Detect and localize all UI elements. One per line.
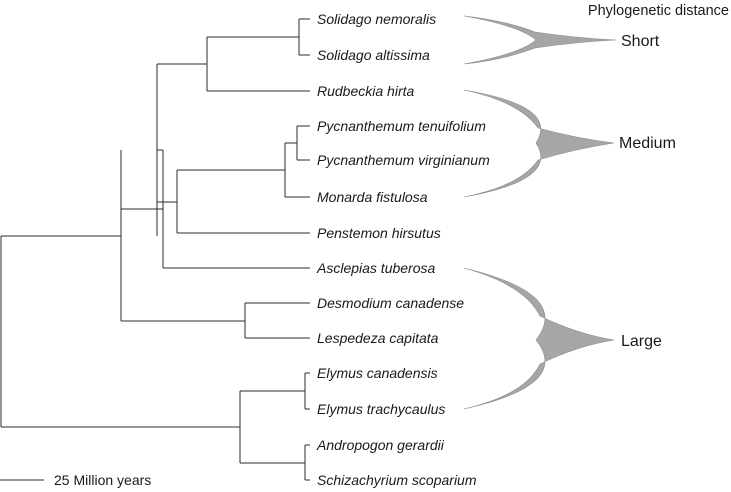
tree-branches (0, 18, 310, 481)
fan-shape-short (463, 15, 617, 65)
taxon-label: Andropogon gerardii (316, 437, 445, 453)
fan-shape-large (463, 267, 615, 410)
taxon-label: Asclepias tuberosa (316, 260, 436, 276)
taxon-label: Lespedeza capitata (317, 330, 439, 346)
taxon-label: Elymus canadensis (317, 365, 438, 381)
taxon-labels: Solidago nemoralis Solidago altissima Ru… (316, 11, 490, 488)
taxon-label: Rudbeckia hirta (317, 83, 414, 99)
taxon-label: Penstemon hirsutus (317, 225, 441, 241)
taxon-label: Desmodium canadense (317, 295, 464, 311)
distance-label-large: Large (621, 333, 662, 350)
taxon-label: Solidago nemoralis (317, 11, 436, 27)
taxon-label: Pycnanthemum virginianum (317, 152, 490, 168)
distance-legend-title: Phylogenetic distance (588, 3, 729, 19)
scale-bar: 25 Million years (0, 472, 151, 488)
fan-shape-medium (463, 89, 615, 198)
distance-label-short: Short (621, 33, 660, 50)
taxon-label: Pycnanthemum tenuifolium (317, 118, 486, 134)
taxon-label: Elymus trachycaulus (317, 401, 445, 417)
taxon-label: Monarda fistulosa (317, 189, 428, 205)
distance-fan-large: Large (463, 267, 662, 410)
scale-bar-label: 25 Million years (54, 472, 151, 488)
distance-label-medium: Medium (619, 135, 676, 152)
taxon-label: Schizachyrium scoparium (317, 472, 477, 488)
taxon-label: Solidago altissima (317, 47, 430, 63)
distance-fan-short: Short (463, 15, 660, 65)
distance-fan-medium: Medium (463, 89, 676, 198)
